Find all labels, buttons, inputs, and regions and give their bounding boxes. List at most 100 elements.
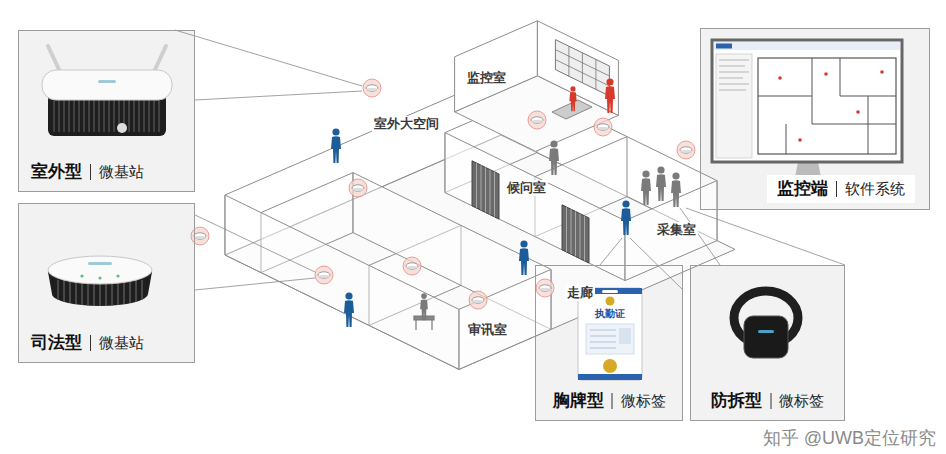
panel-grounds-part bbox=[690, 265, 845, 421]
badge-tag-part bbox=[590, 330, 616, 348]
people-part bbox=[671, 172, 681, 207]
outdoor-station-device-part bbox=[54, 98, 159, 132]
base-stations-part bbox=[677, 141, 695, 159]
callout-panel: 防拆型微标签 bbox=[690, 265, 845, 421]
panel-title: 室外型 bbox=[31, 162, 82, 182]
leader-lines-part bbox=[195, 91, 362, 100]
monitor-room-part bbox=[555, 40, 609, 96]
room-label: 室外大空间 bbox=[372, 116, 441, 132]
badge-tag-part bbox=[603, 359, 617, 373]
callout-panel: 司法型微基站 bbox=[18, 203, 195, 363]
monitor-screen-part bbox=[758, 58, 896, 154]
room-label: 监控室 bbox=[465, 70, 508, 86]
people-part bbox=[519, 240, 529, 275]
panel-title: 司法型 bbox=[31, 333, 82, 353]
panel-title: 胸牌型 bbox=[553, 391, 604, 411]
judicial-station-device-part bbox=[116, 274, 119, 277]
people-part bbox=[641, 170, 651, 205]
leader-lines-part bbox=[600, 238, 622, 265]
people-part bbox=[414, 316, 434, 330]
watermark: 知乎 @UWB定位研究 bbox=[763, 427, 936, 449]
panel-subtitle: 微基站 bbox=[90, 164, 144, 180]
grille-doors-part bbox=[472, 161, 499, 219]
grille-doors bbox=[472, 161, 589, 263]
panel-title: 防拆型 bbox=[711, 391, 762, 411]
grille-doors-part bbox=[567, 207, 585, 261]
base-stations-part bbox=[349, 179, 367, 197]
panel-grounds-part bbox=[700, 28, 930, 210]
panel-caption: 防拆型微标签 bbox=[711, 391, 824, 411]
callout-panel: 室外型微基站 bbox=[18, 30, 195, 192]
building-wireframe-part bbox=[445, 133, 625, 281]
room-label: 审讯室 bbox=[466, 322, 509, 338]
badge-tag-part bbox=[578, 288, 642, 380]
base-stations-part bbox=[315, 266, 333, 284]
base-stations bbox=[191, 79, 695, 309]
base-stations-part bbox=[191, 227, 209, 245]
people-part bbox=[621, 200, 631, 235]
leader-lines-part bbox=[195, 278, 315, 290]
badge-tag-part bbox=[602, 290, 618, 293]
outdoor-station-device-part bbox=[98, 80, 116, 83]
outdoor-station-device-part bbox=[42, 70, 172, 100]
outdoor-station-device-part bbox=[117, 123, 127, 133]
badge-tag bbox=[578, 288, 642, 380]
grille-doors-part bbox=[562, 205, 589, 263]
panel-grounds-part bbox=[18, 203, 195, 363]
leader-lines-part bbox=[195, 215, 315, 272]
staff-figures-part bbox=[605, 78, 615, 113]
panel-grounds-part bbox=[18, 30, 195, 192]
wristband-tag-part bbox=[758, 330, 774, 333]
monitor-screen-part bbox=[758, 58, 896, 154]
badge-tag-part bbox=[586, 324, 634, 354]
monitor-screen-part bbox=[856, 110, 860, 114]
monitor-screen-part bbox=[798, 138, 802, 142]
building-wireframe bbox=[225, 75, 735, 369]
base-stations-part bbox=[403, 257, 421, 275]
badge-text: 执勤证 bbox=[595, 308, 625, 320]
callout-panel: 监控端软件系统 bbox=[700, 28, 930, 210]
staff-figures-part bbox=[569, 86, 576, 111]
leader-lines-part bbox=[630, 238, 683, 290]
room-label: 走廊 bbox=[565, 285, 595, 301]
base-stations-part bbox=[528, 111, 546, 129]
judicial-station-device-part bbox=[48, 256, 152, 284]
panel-subtitle: 微标签 bbox=[770, 393, 824, 409]
wristband-tag bbox=[734, 291, 798, 358]
monitor-screen bbox=[712, 40, 902, 182]
people-part bbox=[549, 140, 559, 175]
judicial-station-device-part bbox=[80, 274, 83, 277]
monitor-room bbox=[455, 21, 619, 152]
monitor-room-part bbox=[555, 46, 609, 89]
leader-lines-part bbox=[686, 208, 845, 265]
people-part bbox=[656, 166, 666, 201]
staff-figures bbox=[569, 78, 615, 113]
monitor-screen-part bbox=[778, 76, 782, 80]
people-part bbox=[344, 292, 354, 327]
people-part bbox=[331, 128, 341, 163]
building-wireframe-part bbox=[225, 195, 459, 369]
monitor-screen-part bbox=[714, 42, 900, 50]
base-stations-part bbox=[536, 279, 554, 297]
outdoor-station-device bbox=[42, 46, 172, 136]
monitor-screen-part bbox=[716, 54, 752, 158]
base-stations-part bbox=[594, 118, 612, 136]
callout-panel: 胸牌型微标签 bbox=[535, 265, 683, 421]
people-part bbox=[420, 293, 428, 320]
panel-caption: 司法型微基站 bbox=[31, 333, 144, 353]
monitor-screen-part bbox=[719, 60, 749, 90]
badge-tag-part bbox=[606, 297, 615, 306]
room-label: 采集室 bbox=[655, 222, 698, 238]
judicial-station-device bbox=[48, 256, 152, 306]
panel-title: 监控端 bbox=[777, 179, 828, 199]
badge-tag-part bbox=[578, 374, 642, 380]
panel-subtitle: 微基站 bbox=[90, 335, 144, 351]
panel-caption: 胸牌型微标签 bbox=[553, 391, 666, 411]
grille-doors-part bbox=[477, 163, 495, 217]
monitor-screen-part bbox=[880, 70, 884, 74]
badge-tag-part bbox=[619, 328, 631, 344]
room-label: 候问室 bbox=[505, 180, 548, 196]
panel-subtitle: 微标签 bbox=[612, 393, 666, 409]
panel-caption: 监控端软件系统 bbox=[767, 175, 915, 203]
